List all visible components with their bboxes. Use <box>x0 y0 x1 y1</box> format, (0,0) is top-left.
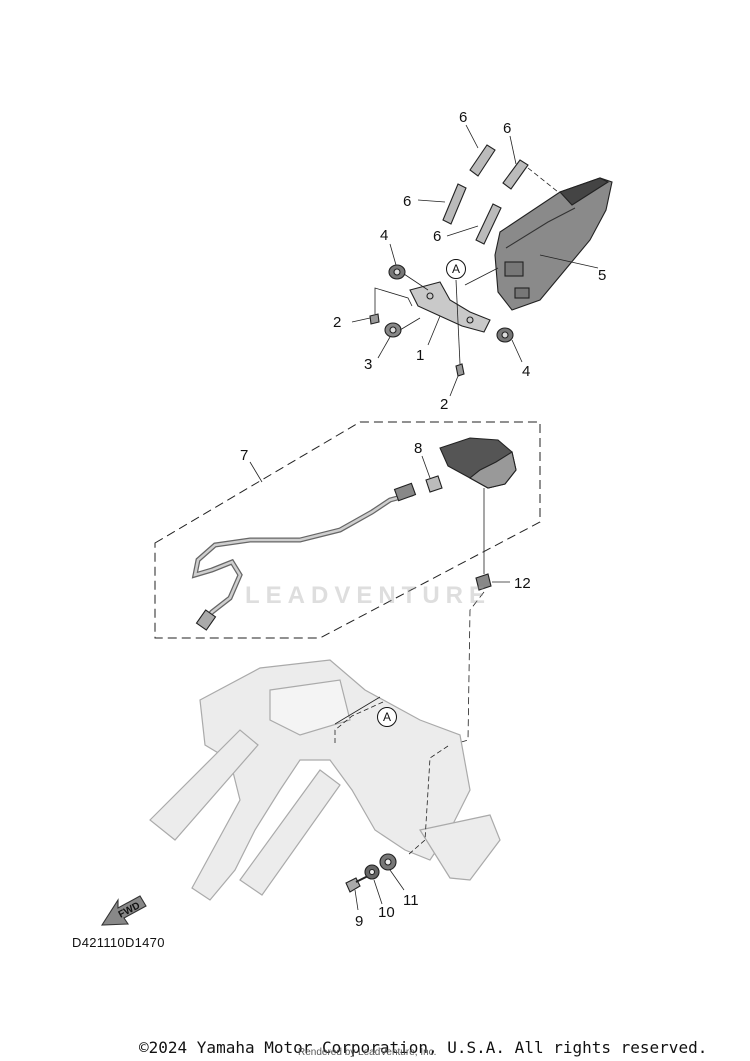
grommet-part-11 <box>379 853 397 871</box>
callout-12: 12 <box>514 575 531 592</box>
rendered-by-note: Rendered by LeadVenture, Inc. <box>298 1047 437 1058</box>
watermark: LEADVENTURE <box>245 582 492 609</box>
bolt-part-9 <box>345 875 369 893</box>
callout-9: 9 <box>355 913 364 930</box>
washer-part-10 <box>364 864 380 880</box>
frame-ghost <box>149 659 501 901</box>
callout-2: 2 <box>440 396 449 413</box>
callout-8: 8 <box>414 440 423 457</box>
callout-3: 3 <box>364 356 373 373</box>
callout-6: 6 <box>503 120 512 137</box>
leader-line-a-top <box>464 267 499 286</box>
fwd-arrow-icon <box>100 895 147 926</box>
grommet-part-3 <box>384 322 402 338</box>
callout-2: 2 <box>333 314 342 331</box>
callout-4: 4 <box>522 363 531 380</box>
reference-marker-a: A <box>446 259 466 279</box>
callout-11: 11 <box>403 892 419 909</box>
callout-4: 4 <box>380 227 389 244</box>
group-outline-7 <box>154 421 541 639</box>
sensor-cable-part-7 <box>191 482 417 631</box>
diagram-code: D421110D1470 <box>72 935 165 950</box>
grommet-part-4b <box>496 327 514 343</box>
connector-part-8 <box>425 475 443 493</box>
housing-part-5 <box>494 177 613 311</box>
callout-1: 1 <box>416 347 425 364</box>
rubber-strip-part-6 <box>442 144 529 245</box>
grommet-part-4a <box>388 264 406 280</box>
bolt-part-2a <box>369 313 380 325</box>
callout-6: 6 <box>433 228 442 245</box>
callout-5: 5 <box>598 267 607 284</box>
callout-6: 6 <box>403 193 412 210</box>
sensor-cover <box>439 437 517 489</box>
bracket-part-1 <box>409 281 491 333</box>
callout-7: 7 <box>240 447 249 464</box>
copyright-notice: ©2024 Yamaha Motor Corporation, U.S.A. A… <box>139 1038 708 1057</box>
callout-6: 6 <box>459 109 468 126</box>
callout-10: 10 <box>378 904 395 921</box>
reference-marker-a: A <box>377 707 397 727</box>
clip-part-12 <box>475 573 492 591</box>
bolt-part-2b <box>455 363 465 377</box>
